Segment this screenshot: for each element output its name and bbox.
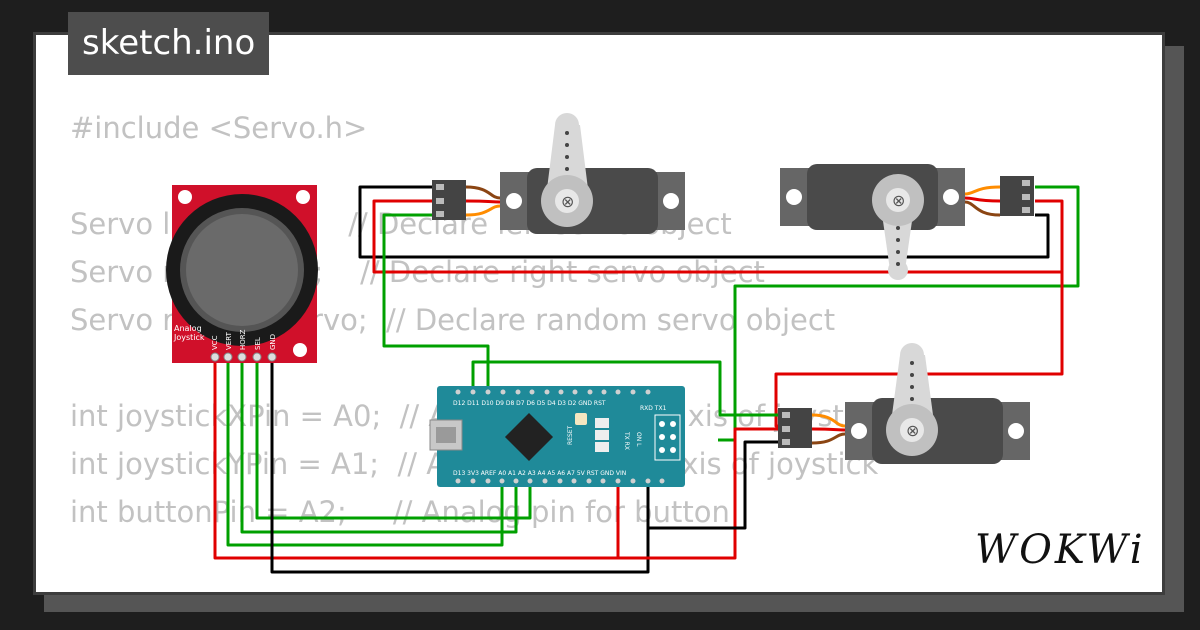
wire-joystick-vcc — [213, 358, 620, 560]
wires — [213, 185, 1080, 574]
joystick-pins: VCC VERT HORZ SEL GND — [210, 329, 277, 362]
wokwi-logo: WOKWi — [975, 527, 1146, 573]
code-line: int buttonPin = A2; // Analog pin for bu… — [70, 495, 730, 529]
wire-joystick-vert — [226, 358, 504, 547]
joystick-label-1: Analog — [174, 324, 202, 333]
file-title-tab[interactable]: sketch.ino — [68, 12, 270, 75]
wire-servo1-vcc — [372, 199, 1064, 274]
joystick-pin-gnd: GND — [269, 334, 277, 350]
arduino-leds: TX RX — [623, 431, 630, 450]
servo-right[interactable]: ⊗ — [780, 164, 1034, 280]
joystick-pin-vcc: VCC — [211, 335, 219, 350]
arduino-reset: RESET — [567, 425, 574, 445]
svg-text:⊗: ⊗ — [906, 421, 919, 440]
arduino-bottom-pins: D13 3V3 AREF A0 A1 A2 A3 A4 A5 A6 A7 5V … — [453, 470, 626, 477]
arduino-on-l: ON L — [635, 432, 642, 447]
wire-servo3-gnd — [648, 440, 790, 530]
servo-left[interactable]: ⊗ — [432, 113, 685, 234]
wire-joystick-horz — [240, 358, 518, 534]
wire-joystick-sel — [255, 358, 532, 520]
arduino-top-pins: D12 D11 D10 D9 D8 D7 D6 D5 D4 D3 D2 GND … — [453, 400, 606, 407]
wire-servo2-sig — [718, 185, 1080, 442]
joystick-label-2: Joystick — [173, 333, 205, 342]
arduino-nano[interactable]: D12 D11 D10 D9 D8 D7 D6 D5 D4 D3 D2 GND … — [429, 386, 685, 487]
wire-servo3-vcc-b — [618, 427, 790, 560]
code-line: #include <Servo.h> — [70, 111, 368, 145]
arduino-bottom-header — [455, 478, 665, 484]
wire-servo3-sig — [471, 360, 790, 417]
servo-bottom[interactable]: ⊗ — [778, 343, 1030, 464]
svg-text:⊗: ⊗ — [892, 191, 905, 210]
wire-servo1-gnd — [358, 185, 1050, 259]
joystick-pin-horz: HORZ — [239, 329, 247, 350]
arduino-top-header — [455, 389, 651, 395]
joystick-pin-vert: VERT — [225, 331, 233, 350]
arduino-rx-tx: RXD TX1 — [640, 405, 667, 412]
joystick-module[interactable]: Analog Joystick VCC VERT HORZ SEL GND — [166, 185, 318, 363]
svg-text:⊗: ⊗ — [561, 192, 574, 211]
joystick-pin-sel: SEL — [254, 337, 262, 350]
code-line: int joystickXValue; // Variable to store… — [70, 584, 1162, 592]
